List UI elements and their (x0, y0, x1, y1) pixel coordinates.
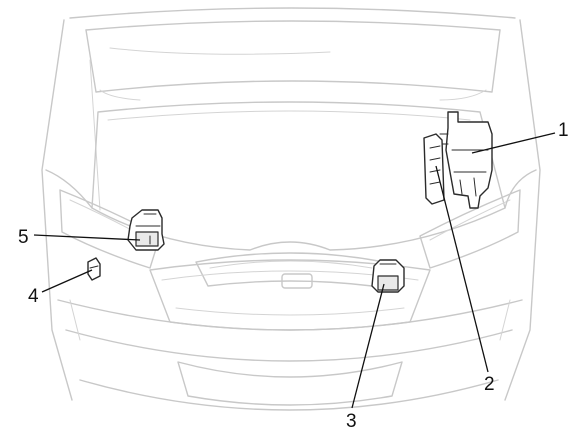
hood-top-edge (69, 7, 516, 19)
junction-block-face (135, 231, 159, 247)
radiator-support (195, 252, 385, 287)
left-fender-line (45, 169, 93, 209)
component-3-relay-box (371, 259, 405, 293)
left-body-edge (41, 19, 73, 401)
callout-4: 4 (28, 286, 39, 307)
hood-crease (109, 47, 331, 55)
callout-5: 5 (18, 227, 29, 248)
small-relay-body (87, 257, 101, 281)
leader-3 (351, 283, 385, 409)
callout-labels: 1 2 3 4 5 (18, 120, 569, 432)
fuse-box-body (445, 111, 493, 209)
bumper-bottom (79, 379, 499, 411)
component-1-fuse-box (439, 111, 493, 209)
relay-box-face (377, 275, 399, 291)
fog-light-recesses (69, 299, 511, 341)
hood-inner-edge (85, 20, 501, 31)
callout-2: 2 (484, 374, 495, 395)
cowl-line (107, 110, 471, 121)
component-2-relay-plate (423, 133, 445, 205)
right-fender-line (504, 169, 537, 209)
leader-4 (41, 269, 93, 293)
hood-hinges (99, 89, 487, 101)
grille-bar-2 (175, 307, 405, 316)
component-4-small-relay (87, 257, 101, 281)
relay-plate-slots (429, 145, 441, 185)
callout-1: 1 (558, 120, 569, 141)
leader-1 (471, 132, 556, 154)
bumper-top (57, 299, 523, 331)
hood-strut (89, 59, 101, 211)
hood-panel (85, 29, 501, 93)
right-headlight-inner (429, 199, 511, 241)
radiator-support-inner (209, 260, 373, 269)
leader-5 (33, 234, 141, 241)
callout-3: 3 (346, 411, 357, 432)
vehicle-outline (41, 7, 541, 411)
right-headlight (419, 189, 521, 269)
right-body-edge (504, 19, 541, 401)
bumper-mid (65, 329, 513, 362)
component-5-junction-block (127, 209, 165, 251)
hood-latch (281, 273, 313, 289)
left-headlight (59, 189, 161, 269)
lower-grille (177, 361, 403, 406)
leader-lines (33, 132, 556, 409)
small-relay-line (89, 265, 99, 269)
relay-plate-body (423, 133, 445, 205)
leader-2 (435, 165, 489, 373)
fuse-box-ribs (459, 177, 477, 197)
engine-bay-rim (91, 101, 506, 251)
junction-block-lines (135, 213, 161, 227)
